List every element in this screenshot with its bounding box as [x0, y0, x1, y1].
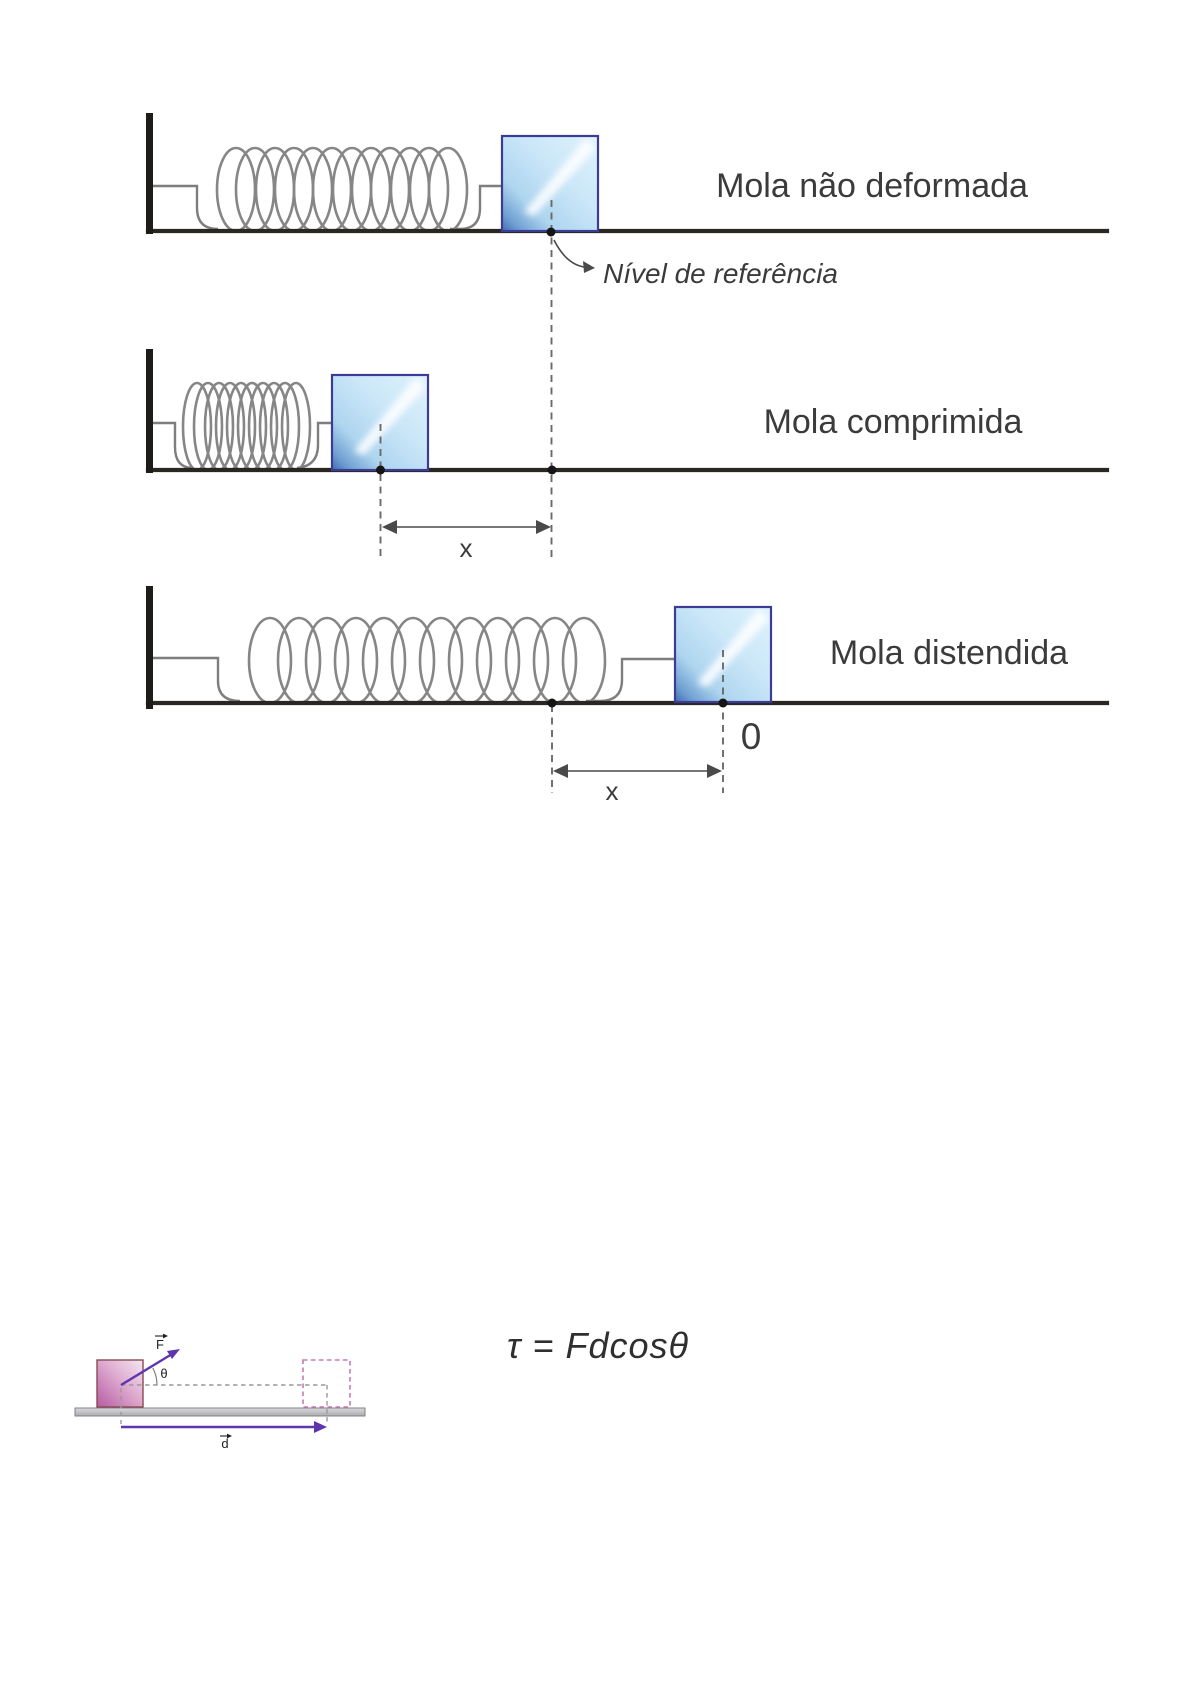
angle-arc: [152, 1367, 158, 1386]
displacement-label-row3: x: [606, 776, 619, 806]
spring-row-undeformed: Mola não deformada: [145, 113, 1110, 234]
ghost-block-outline: [302, 1359, 351, 1408]
spring-coil-undeformed: [150, 146, 502, 233]
arrow-head-left-row2: [382, 520, 397, 534]
table-surface: [74, 1407, 366, 1417]
spring-coil-compressed: [150, 381, 332, 472]
origin-label: 0: [741, 716, 762, 757]
force-vector: [120, 1352, 173, 1387]
arrow-head-left-row3: [553, 764, 568, 778]
displacement-vector-head: [314, 1421, 327, 1433]
reference-arrow-head: [583, 261, 595, 273]
spring-coil-stretched: [150, 616, 675, 705]
arrow-head-right-row2: [536, 520, 551, 534]
wall-2: [146, 349, 153, 473]
row-label-undeformed: Mola não deformada: [716, 167, 1028, 205]
force-label-vector-head: [163, 1333, 168, 1339]
spring-row-stretched: Mola distendida: [145, 586, 1110, 709]
torque-formula: τ = Fdcosθ: [507, 1325, 689, 1366]
block-dot-row2: [376, 465, 385, 475]
force-vector-head: [167, 1349, 180, 1359]
displacement-vector-label: d: [221, 1436, 228, 1451]
reference-dot-row2: [547, 465, 557, 475]
displacement-label-row2: x: [460, 533, 473, 563]
reference-level-label: Nível de referência: [603, 258, 838, 289]
pink-block: [96, 1359, 144, 1408]
block-undeformed: [502, 136, 598, 231]
reference-dot-row3: [547, 698, 557, 708]
arrow-head-right-row3: [707, 764, 722, 778]
reference-dot-row1: [546, 227, 556, 237]
force-label: F: [156, 1337, 164, 1352]
row-label-stretched: Mola distendida: [830, 634, 1068, 672]
work-diagram: F θ d τ = Fdcosθ: [74, 1325, 689, 1451]
block-dot-row3: [718, 698, 728, 708]
wall-1: [146, 113, 153, 234]
displacement-label-vector-head: [227, 1433, 232, 1439]
spring-row-compressed: Mola comprimida: [145, 349, 1110, 473]
wall-3: [146, 586, 153, 709]
reference-arrow-curve: [553, 239, 585, 268]
reference-and-dimensions: Nível de referência x x 0: [376, 200, 838, 806]
row-label-compressed: Mola comprimida: [764, 403, 1023, 441]
angle-label: θ: [160, 1366, 167, 1381]
